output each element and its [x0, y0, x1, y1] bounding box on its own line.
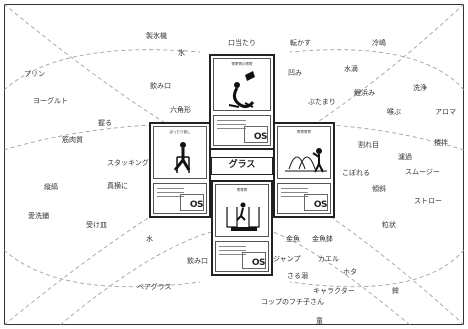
card-footer: OS	[213, 114, 271, 146]
word-label: 攪拌	[434, 139, 448, 147]
word-label: 水滴	[344, 65, 358, 73]
word-label: 真横に	[107, 182, 128, 190]
word-label: さる溺	[287, 272, 308, 280]
card-illustration-panel: ぼったり倒し	[153, 126, 207, 180]
word-label: 口当たり	[228, 39, 256, 47]
word-label: 筋肉質	[62, 136, 83, 144]
word-label: こぼれる	[342, 169, 370, 177]
figure-chair-icon	[173, 142, 191, 173]
card-illustration-panel: 寄寄寄寄	[277, 126, 331, 180]
word-label: コップのフチ子さん	[261, 298, 324, 306]
idea-card-left: ぼったり倒し OS	[149, 122, 211, 218]
word-label: カエル	[318, 255, 339, 263]
word-label: アロマ	[435, 108, 456, 116]
word-label: 冷嶋	[372, 39, 386, 47]
word-label: 金魚鉢	[312, 235, 333, 243]
word-label: 喉ぶ	[387, 108, 401, 116]
word-label: 転かす	[290, 39, 311, 47]
figure-pouring-icon	[228, 71, 255, 109]
connector-line	[3, 249, 201, 288]
connector-line	[289, 249, 465, 288]
word-label: ぶたまり	[308, 98, 336, 106]
word-label: 鯉浜み	[354, 89, 375, 97]
word-label: 割れ目	[358, 141, 379, 149]
word-label: スムージー	[405, 168, 440, 176]
word-label: ヨーグルト	[33, 97, 68, 105]
card-title: 寄寄寄寄	[297, 130, 311, 134]
os-label: OS	[313, 200, 328, 210]
connector-line	[59, 231, 212, 326]
card-title: 寄寄寄の寄寄	[231, 62, 253, 66]
word-label: プリン	[24, 70, 45, 78]
word-label: 濾過	[398, 153, 412, 161]
word-label: ストロー	[414, 197, 442, 205]
card-illustration-panel: 寄寄寄の寄寄	[213, 58, 271, 112]
card-title: 寄寄寄	[236, 188, 248, 192]
word-label: 金魚	[286, 235, 300, 243]
card-footer: OS	[215, 240, 269, 272]
word-label: ホタ	[343, 268, 357, 276]
word-label: 洗浄	[413, 84, 427, 92]
word-label: 縦縞	[44, 183, 58, 191]
os-label: OS	[253, 132, 268, 142]
word-label: スタッキング	[107, 159, 149, 167]
word-label: 飲み口	[150, 82, 171, 90]
os-label: OS	[251, 258, 266, 268]
word-label: 鉾	[392, 287, 399, 295]
word-label: ペアグラス	[137, 283, 172, 291]
idea-card-bottom: 寄寄寄 OS	[211, 180, 273, 276]
os-label: OS	[189, 200, 204, 210]
word-label: 愛洗鋪	[28, 212, 49, 220]
connector-line	[3, 49, 201, 91]
card-illustration-panel: 寄寄寄	[215, 184, 269, 238]
word-label: 握る	[98, 119, 112, 127]
connector-line	[3, 124, 151, 151]
word-label: 粒状	[382, 221, 396, 229]
card-footer: OS	[277, 182, 331, 214]
word-label: 水	[146, 235, 153, 243]
card-footer: OS	[153, 182, 207, 214]
center-topic: グラス	[211, 157, 273, 175]
idea-card-top: 寄寄寄の寄寄 OS	[209, 54, 275, 150]
word-label: 飲み口	[187, 257, 208, 265]
connector-line	[272, 231, 411, 326]
word-label: 凹み	[288, 69, 302, 77]
word-label: キャラクター	[313, 287, 355, 295]
connector-line	[289, 49, 465, 91]
idea-card-right: 寄寄寄寄 OS	[273, 122, 335, 218]
word-label: 受け皿	[86, 221, 107, 229]
word-label: 傾斜	[372, 185, 386, 193]
word-label: 六角形	[170, 106, 191, 114]
card-title: ぼったり倒し	[169, 130, 191, 134]
word-label: 氷	[178, 49, 185, 57]
figure-jump-icon	[226, 202, 260, 231]
word-label: ジャンプ	[273, 255, 301, 263]
word-label: 童	[316, 317, 323, 325]
figure-fountain-icon	[285, 148, 327, 173]
connector-line	[329, 124, 465, 151]
mindmap-frame	[4, 4, 464, 325]
word-label: 製氷機	[146, 32, 167, 40]
